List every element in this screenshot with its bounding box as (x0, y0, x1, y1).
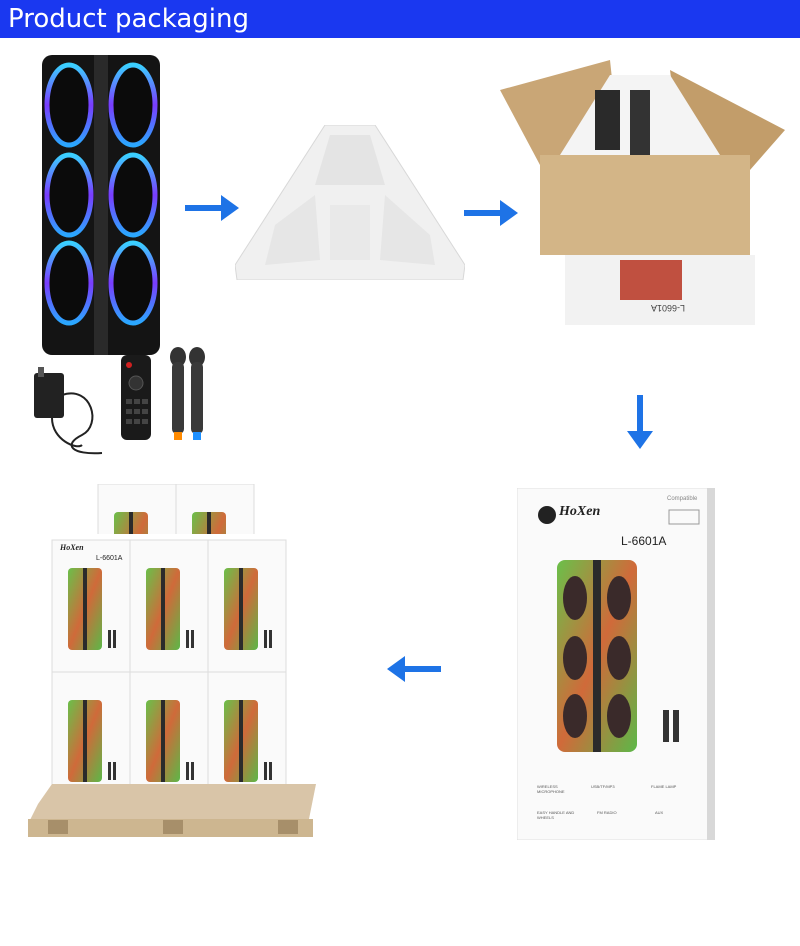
pallet-boxes-image: HoXen L-6601A (28, 483, 318, 844)
microphones-image (168, 347, 208, 442)
arrow-right-icon (462, 198, 520, 228)
feature-label: FLAME LAMP (651, 784, 677, 789)
speaker-image (42, 55, 160, 355)
feature-label: USB/TF/MP3 (591, 784, 615, 789)
box-model-label: L-6601A (621, 534, 667, 548)
open-box-image: L-6601A (500, 60, 785, 325)
page-title: Product packaging (8, 4, 249, 34)
feature-label: EASY HANDLE AND WHEELS (537, 810, 575, 820)
foam-insert-image (234, 124, 466, 281)
box-brand-logo: HoXen (559, 504, 601, 519)
feature-label: AUX (655, 810, 664, 815)
open-box-model-label: L-6601A (651, 303, 685, 313)
arrow-right-icon (183, 193, 241, 223)
single-box-image: HoXen Compatible L-6601A WIRELESS MICROP… (516, 487, 716, 841)
feature-label: WIRELESS MICROPHONE (537, 784, 565, 794)
remote-control-image (121, 355, 151, 440)
header-bar: Product packaging (0, 0, 800, 38)
arrow-down-icon (625, 393, 655, 451)
arrow-left-icon (385, 654, 443, 684)
power-adapter-image (32, 365, 112, 460)
feature-label: FM RADIO (597, 810, 617, 815)
pallet-box-brand: HoXen (60, 543, 84, 552)
pallet-box-model: L-6601A (96, 555, 123, 562)
box-compatible-label: Compatible (667, 496, 698, 502)
